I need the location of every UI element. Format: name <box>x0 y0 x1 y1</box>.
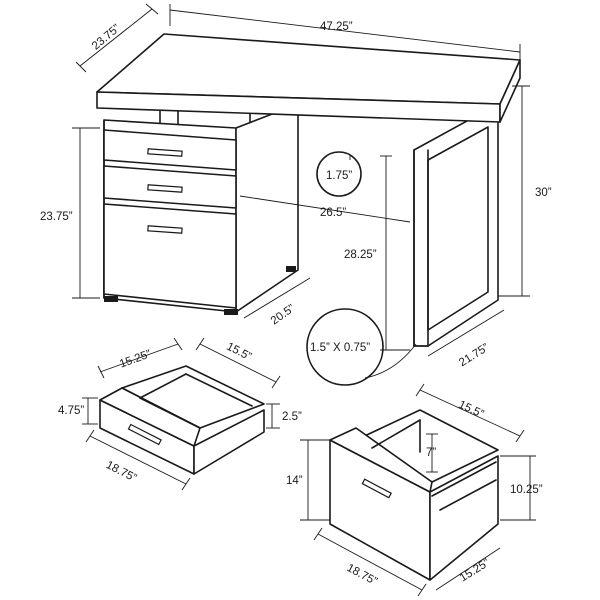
small-drawer-width-label: 18.75” <box>104 459 139 485</box>
leg-profile-callout <box>306 308 384 386</box>
desk-height-label: 30” <box>535 187 552 199</box>
file-drawer-drawing <box>329 409 499 581</box>
pedestal-file-drawer <box>103 203 237 309</box>
small-drawer-front-height-label: 4.75” <box>58 405 84 417</box>
small-drawer-inner-depth-label: 15.5” <box>224 341 253 364</box>
file-drawer-handle-detail <box>361 478 392 499</box>
file-drawer-side-height-label: 10.25” <box>510 484 543 496</box>
desk-top-depth-label: 23.75” <box>90 22 123 52</box>
knee-width-label: 26.5” <box>320 207 346 219</box>
file-drawer-inner-height-label: 7” <box>426 447 436 459</box>
file-drawer-front-height-label: 14” <box>286 475 303 487</box>
drawer-2-handle <box>147 184 183 193</box>
pedestal-height-label: 23.75” <box>40 211 73 223</box>
small-drawer-side-height-label: 2.5” <box>282 411 302 423</box>
leg-profile-label: 1.5” X 0.75” <box>310 342 370 354</box>
pedestal-side <box>235 103 299 313</box>
file-drawer-dimensions <box>300 383 536 597</box>
desk-top-side-edge <box>499 59 521 123</box>
file-drawer-rim <box>329 427 433 493</box>
file-drawer-depth-label: 15.5” <box>457 399 486 421</box>
drawer-1-handle <box>147 148 183 157</box>
pedestal-foot <box>224 309 238 315</box>
small-drawer-side <box>193 409 265 475</box>
knee-height-label: 28.25” <box>344 249 377 261</box>
small-drawer-depth-label: 15.25” <box>118 348 153 370</box>
file-drawer-width-label: 18.75” <box>345 562 380 588</box>
callout-leader <box>364 343 417 379</box>
leg-depth-label: 21.75” <box>457 342 491 370</box>
file-drawer-handle <box>147 225 183 234</box>
desk-top-width-label: 47.25” <box>320 21 353 33</box>
small-drawer-dimensions <box>82 337 281 491</box>
small-drawer-handle <box>127 423 162 446</box>
file-drawer-side <box>429 455 499 581</box>
pedestal-foot <box>104 296 118 302</box>
desk-dimensions <box>72 3 530 357</box>
pedestal-depth-label: 20.5” <box>269 302 297 327</box>
pedestal-foot <box>286 266 296 272</box>
file-drawer-bottom-depth-label: 15.25” <box>458 557 492 585</box>
small-drawer-drawing <box>99 365 265 475</box>
top-thickness-label: 1.75” <box>326 170 352 182</box>
desk-drawing <box>96 33 521 386</box>
top-thickness-callout <box>316 151 362 197</box>
